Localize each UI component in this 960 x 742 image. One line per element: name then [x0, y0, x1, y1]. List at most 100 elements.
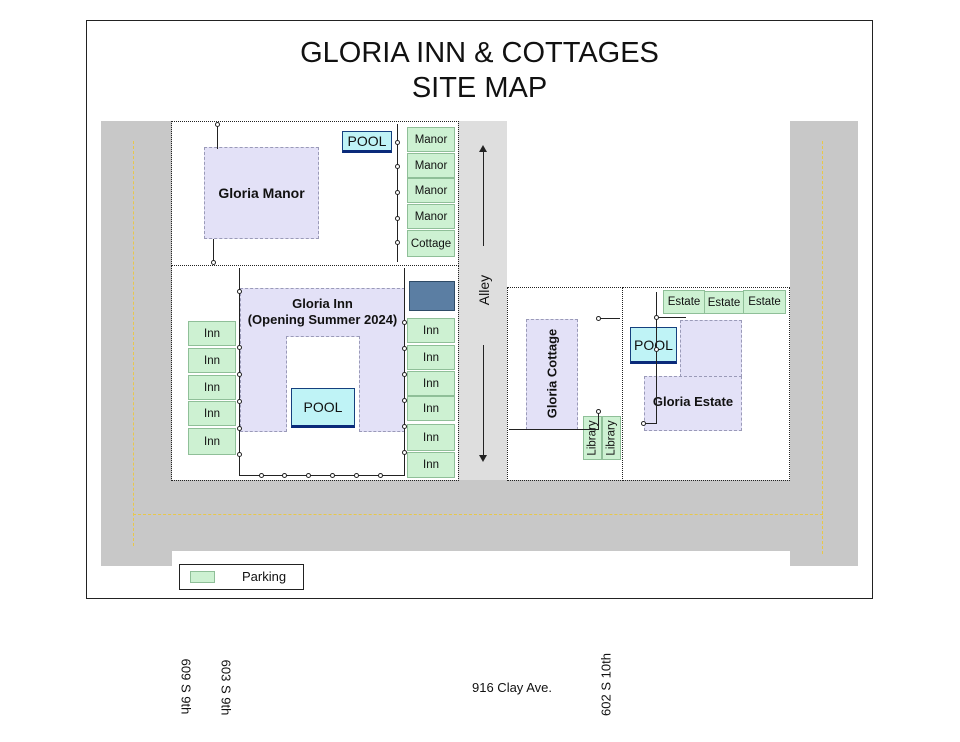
gloria-cottage-label: Gloria Cottage	[544, 328, 560, 419]
parking-inn-right-6[interactable]: Inn	[407, 452, 455, 478]
unlabeled-building	[409, 281, 455, 311]
legend-parking-swatch	[190, 571, 215, 583]
utility-node	[402, 320, 407, 325]
alley-arrow-down	[483, 345, 484, 455]
gloria-inn-building-east-wing[interactable]	[359, 336, 405, 432]
gloria-estate-building-north[interactable]	[680, 320, 742, 377]
utility-line	[239, 475, 405, 476]
estate-pool: POOL	[630, 327, 677, 364]
utility-line	[598, 318, 620, 319]
utility-node	[596, 409, 601, 414]
road-east-center-line	[822, 141, 823, 554]
parking-manor-4[interactable]: Manor	[407, 204, 455, 229]
lot-gloria-inn	[171, 265, 459, 481]
utility-node	[395, 216, 400, 221]
gloria-estate-building-south[interactable]	[644, 376, 742, 431]
utility-line	[217, 124, 218, 149]
gloria-manor-label: Gloria Manor	[218, 185, 305, 201]
parking-manor-3[interactable]: Manor	[407, 178, 455, 203]
map-legend: Parking	[179, 564, 304, 590]
alley-label: Alley	[476, 274, 492, 306]
address-602-s-10th: 602 S 10th	[598, 653, 614, 716]
utility-node	[395, 240, 400, 245]
utility-node	[237, 289, 242, 294]
utility-node	[211, 260, 216, 265]
parking-inn-left-3[interactable]: Inn	[188, 375, 236, 400]
inn-pool: POOL	[291, 388, 355, 428]
gloria-estate-label: Gloria Estate	[652, 394, 734, 409]
parking-library-2-label: Library	[605, 420, 618, 456]
utility-node	[306, 473, 311, 478]
parking-manor-2[interactable]: Manor	[407, 153, 455, 178]
utility-node	[330, 473, 335, 478]
address-916-clay-ave: 916 Clay Ave.	[472, 680, 552, 695]
utility-node	[237, 372, 242, 377]
utility-node	[378, 473, 383, 478]
parking-library-1-label: Library	[586, 420, 599, 456]
parking-estate-3[interactable]: Estate	[743, 290, 786, 314]
utility-node	[641, 421, 646, 426]
site-map-frame	[86, 20, 873, 599]
utility-node	[237, 345, 242, 350]
legend-parking-label: Parking	[242, 569, 287, 584]
utility-node	[596, 316, 601, 321]
gloria-manor-building[interactable]	[204, 147, 319, 239]
parking-inn-left-2[interactable]: Inn	[188, 348, 236, 373]
utility-node	[282, 473, 287, 478]
utility-node	[402, 450, 407, 455]
utility-line	[598, 411, 599, 430]
road-clay-ave	[101, 480, 858, 551]
gloria-cottage-building[interactable]	[526, 319, 578, 430]
utility-node	[395, 164, 400, 169]
parking-library-1[interactable]: Library	[583, 416, 602, 460]
road-west-center-line	[133, 141, 134, 546]
utility-node	[237, 399, 242, 404]
parking-estate-1[interactable]: Estate	[663, 290, 705, 314]
utility-node	[402, 346, 407, 351]
map-title-line2: SITE MAP	[411, 72, 548, 104]
utility-node	[215, 122, 220, 127]
gloria-inn-building-west-wing[interactable]	[240, 336, 287, 432]
parking-cottage[interactable]: Cottage	[407, 230, 455, 257]
alley-arrow-up	[483, 148, 484, 246]
address-609-s-9th: 609 S 9th	[178, 658, 194, 715]
utility-line	[213, 239, 214, 263]
utility-node	[395, 140, 400, 145]
parking-inn-right-1[interactable]: Inn	[407, 318, 455, 343]
parking-estate-2[interactable]: Estate	[704, 291, 744, 314]
utility-node	[237, 452, 242, 457]
parking-inn-left-1[interactable]: Inn	[188, 321, 236, 346]
parking-inn-right-3[interactable]: Inn	[407, 371, 455, 396]
address-603-s-9th: 603 S 9th	[218, 659, 234, 716]
gloria-inn-opening-note: (Opening Summer 2024)	[247, 312, 398, 327]
utility-line	[509, 429, 599, 430]
alley-arrow-up-head	[479, 145, 487, 152]
utility-node	[654, 315, 659, 320]
parking-inn-left-5[interactable]: Inn	[188, 428, 236, 455]
utility-node	[354, 473, 359, 478]
utility-node	[402, 398, 407, 403]
parking-inn-right-2[interactable]: Inn	[407, 345, 455, 370]
alley-arrow-down-head	[479, 455, 487, 462]
utility-line	[656, 292, 657, 424]
utility-node	[402, 424, 407, 429]
parking-manor-1[interactable]: Manor	[407, 127, 455, 152]
utility-node	[259, 473, 264, 478]
road-clay-center-line	[133, 514, 823, 515]
utility-line	[656, 317, 686, 318]
lot-gloria-estate	[622, 287, 790, 481]
gloria-inn-building-top[interactable]	[240, 288, 405, 337]
map-title-line1: GLORIA INN & COTTAGES	[300, 37, 659, 69]
alley	[458, 121, 507, 480]
parking-inn-left-4[interactable]: Inn	[188, 401, 236, 426]
utility-line	[644, 423, 657, 424]
utility-node	[237, 426, 242, 431]
manor-pool: POOL	[342, 131, 392, 153]
parking-inn-right-4[interactable]: Inn	[407, 396, 455, 421]
utility-node	[654, 347, 659, 352]
parking-inn-right-5[interactable]: Inn	[407, 424, 455, 451]
parking-library-2[interactable]: Library	[602, 416, 621, 460]
gloria-inn-label: Gloria Inn	[292, 296, 353, 311]
utility-node	[395, 190, 400, 195]
utility-node	[402, 372, 407, 377]
